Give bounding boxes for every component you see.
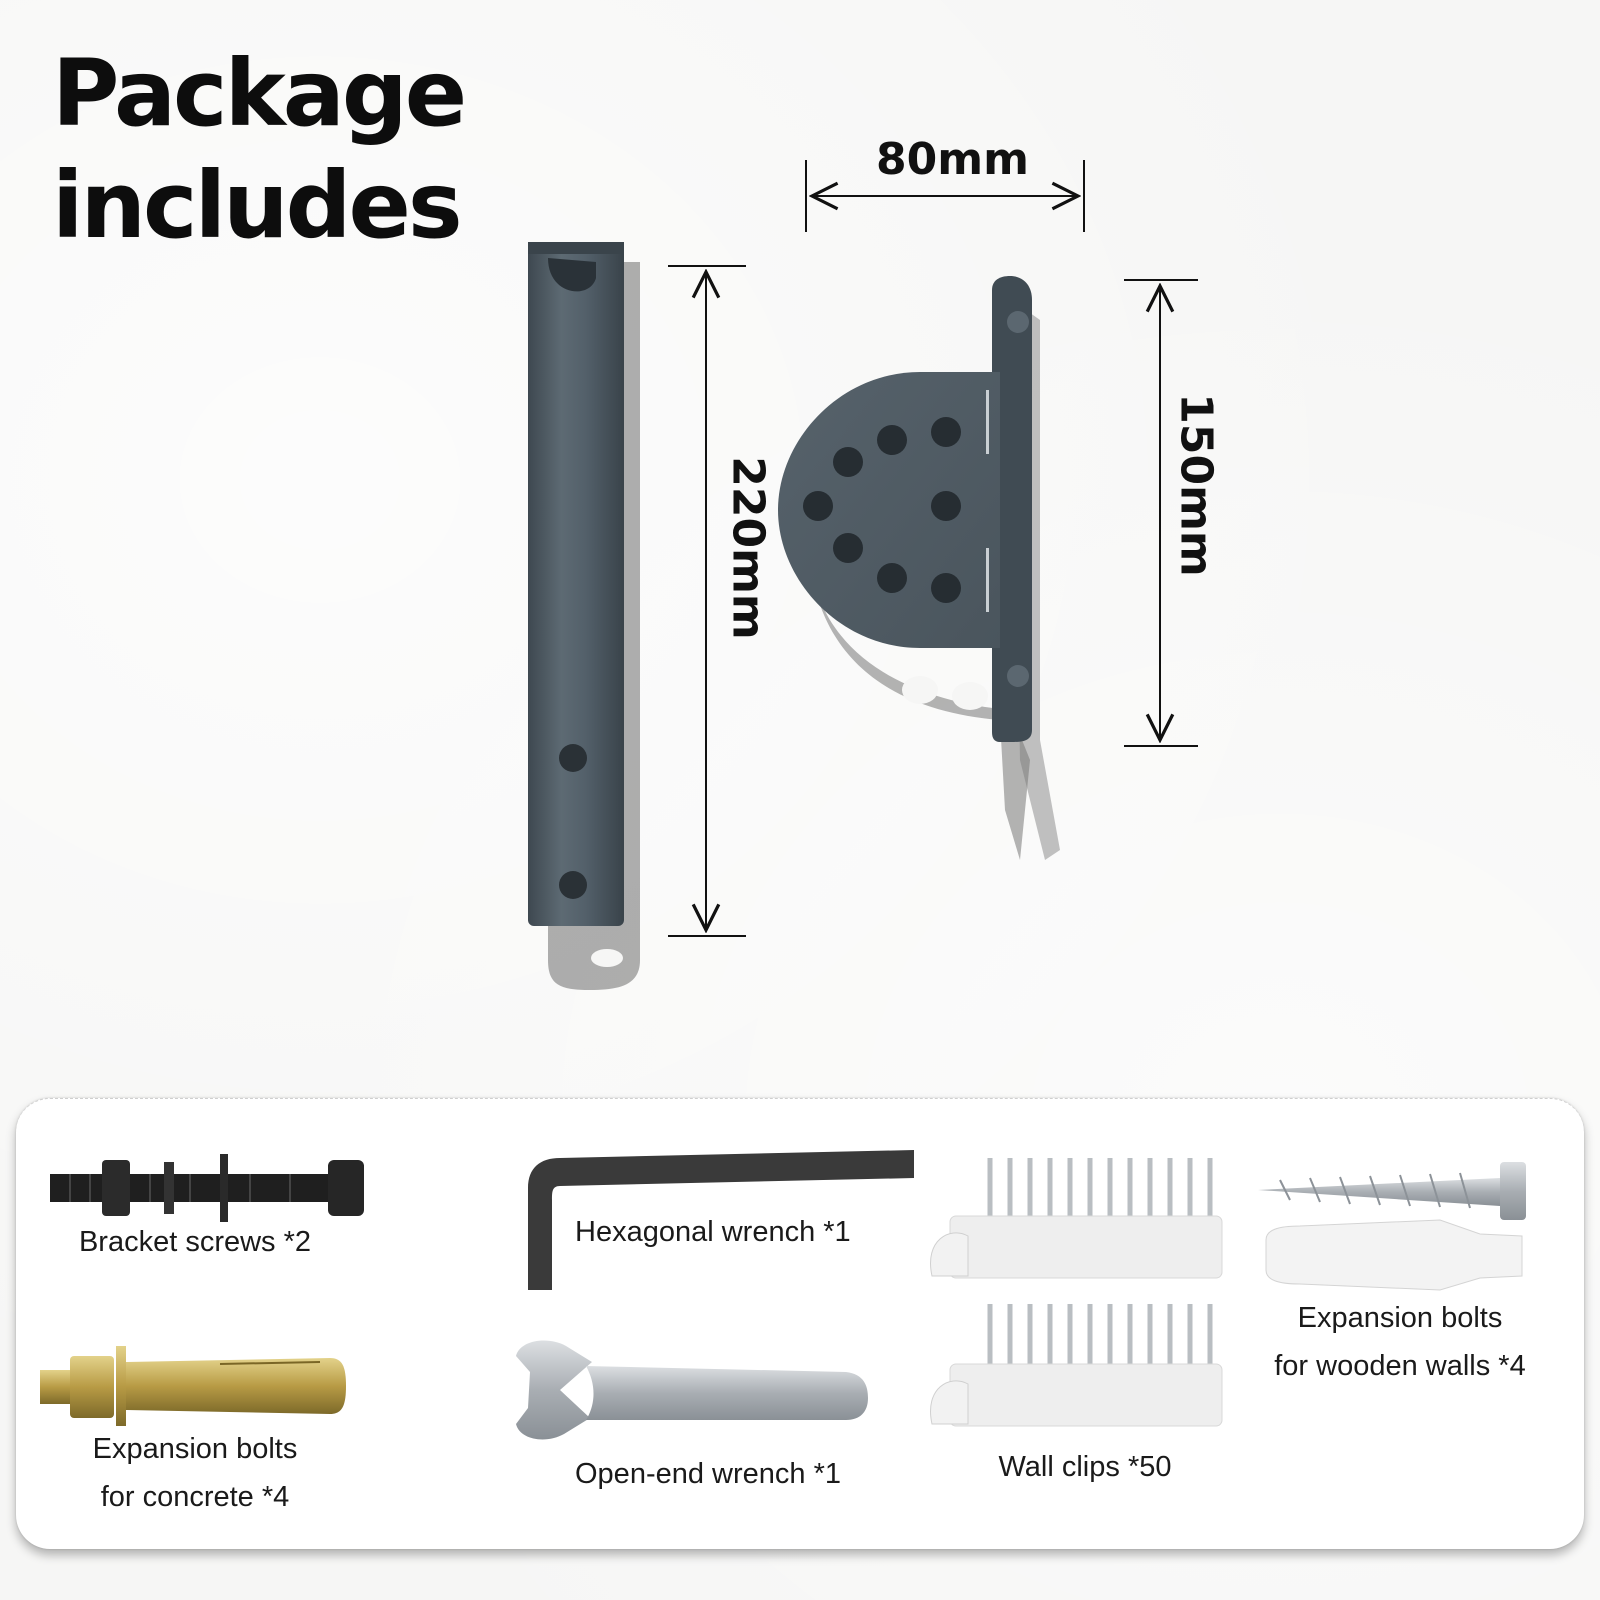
bracket-height-dimension-line bbox=[1124, 279, 1198, 747]
open-end-wrench-label: Open-end wrench *1 bbox=[575, 1458, 841, 1490]
concrete-expansion-bolts-label: Expansion bolts for concrete *4 bbox=[50, 1425, 340, 1521]
page-title: Package includes bbox=[52, 38, 467, 262]
wall-clips-label: Wall clips *50 bbox=[998, 1451, 1172, 1483]
concrete-label-line-1: Expansion bolts bbox=[92, 1433, 298, 1465]
wood-expansion-bolt-image bbox=[1258, 1162, 1526, 1291]
width-dimension-label: 80mm bbox=[876, 134, 1029, 185]
width-dimension-line bbox=[805, 160, 1085, 232]
wood-label-line-1: Expansion bolts bbox=[1297, 1302, 1503, 1334]
title-line-1: Package bbox=[52, 40, 467, 147]
hex-wrench-label: Hexagonal wrench *1 bbox=[575, 1216, 851, 1248]
wood-label-line-2: for wooden walls *4 bbox=[1274, 1350, 1526, 1382]
pole-length-dimension-line bbox=[668, 265, 746, 937]
concrete-expansion-bolt-image bbox=[40, 1346, 346, 1426]
title-line-2: includes bbox=[52, 152, 463, 259]
bracket-screw-image bbox=[50, 1154, 364, 1222]
bracket-screws-label: Bracket screws *2 bbox=[78, 1226, 312, 1258]
hex-wrench-image bbox=[528, 1150, 914, 1290]
open-end-wrench-image bbox=[516, 1340, 868, 1440]
mounting-pole bbox=[528, 242, 624, 926]
wall-bracket bbox=[778, 276, 1032, 742]
wood-expansion-bolts-label: Expansion bolts for wooden walls *4 bbox=[1250, 1294, 1550, 1390]
wall-clips-image bbox=[930, 1158, 1223, 1427]
concrete-label-line-2: for concrete *4 bbox=[100, 1481, 290, 1513]
